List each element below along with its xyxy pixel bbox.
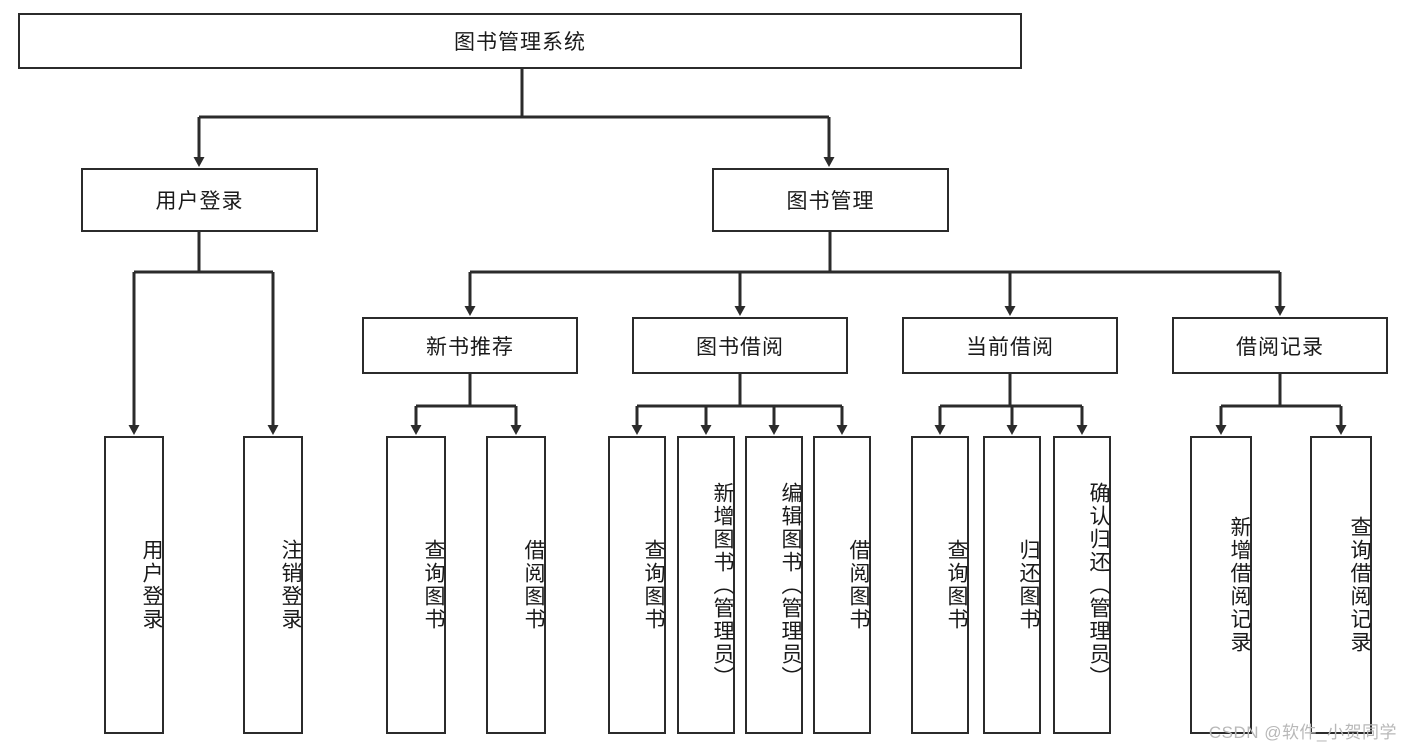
node-label: 注销登录 <box>279 539 302 631</box>
node-new-book-recommend[interactable]: 新书推荐 <box>362 317 578 374</box>
node-label: 查询图书 <box>642 539 665 631</box>
leaf-borrow-books-recommend[interactable]: 借阅图书 <box>486 436 546 734</box>
node-label: 新增借阅记录 <box>1228 516 1251 654</box>
leaf-query-books-current[interactable]: 查询图书 <box>911 436 969 734</box>
leaf-borrow-books[interactable]: 借阅图书 <box>813 436 871 734</box>
node-current-borrow[interactable]: 当前借阅 <box>902 317 1118 374</box>
node-user-login[interactable]: 用户登录 <box>81 168 318 232</box>
leaf-user-login[interactable]: 用户登录 <box>104 436 164 734</box>
leaf-logout[interactable]: 注销登录 <box>243 436 303 734</box>
node-label: 确认归还（管理员） <box>1087 481 1110 689</box>
node-root[interactable]: 图书管理系统 <box>18 13 1022 69</box>
node-label: 图书管理系统 <box>454 31 586 54</box>
node-label: 查询图书 <box>945 539 968 631</box>
leaf-add-borrow-record[interactable]: 新增借阅记录 <box>1190 436 1252 734</box>
node-book-borrow[interactable]: 图书借阅 <box>632 317 848 374</box>
leaf-return-books[interactable]: 归还图书 <box>983 436 1041 734</box>
node-label: 归还图书 <box>1017 539 1040 631</box>
node-label: 当前借阅 <box>966 335 1054 359</box>
leaf-query-books-borrow[interactable]: 查询图书 <box>608 436 666 734</box>
node-label: 借阅图书 <box>522 539 545 631</box>
leaf-query-books-recommend[interactable]: 查询图书 <box>386 436 446 734</box>
node-label: 查询图书 <box>422 539 445 631</box>
node-label: 用户登录 <box>155 190 244 213</box>
node-label: 借阅图书 <box>847 539 870 631</box>
leaf-query-borrow-record[interactable]: 查询借阅记录 <box>1310 436 1372 734</box>
node-label: 查询借阅记录 <box>1348 516 1371 654</box>
leaf-add-book-admin[interactable]: 新增图书（管理员） <box>677 436 735 734</box>
node-label: 新书推荐 <box>426 335 514 359</box>
leaf-edit-book-admin[interactable]: 编辑图书（管理员） <box>745 436 803 734</box>
node-label: 新增图书（管理员） <box>711 481 734 689</box>
node-borrow-record[interactable]: 借阅记录 <box>1172 317 1388 374</box>
leaf-confirm-return-admin[interactable]: 确认归还（管理员） <box>1053 436 1111 734</box>
node-label: 编辑图书（管理员） <box>779 481 802 689</box>
node-label: 图书借阅 <box>696 335 784 359</box>
node-label: 借阅记录 <box>1236 335 1324 359</box>
node-label: 用户登录 <box>140 539 163 631</box>
node-label: 图书管理 <box>786 190 875 213</box>
node-book-management[interactable]: 图书管理 <box>712 168 949 232</box>
